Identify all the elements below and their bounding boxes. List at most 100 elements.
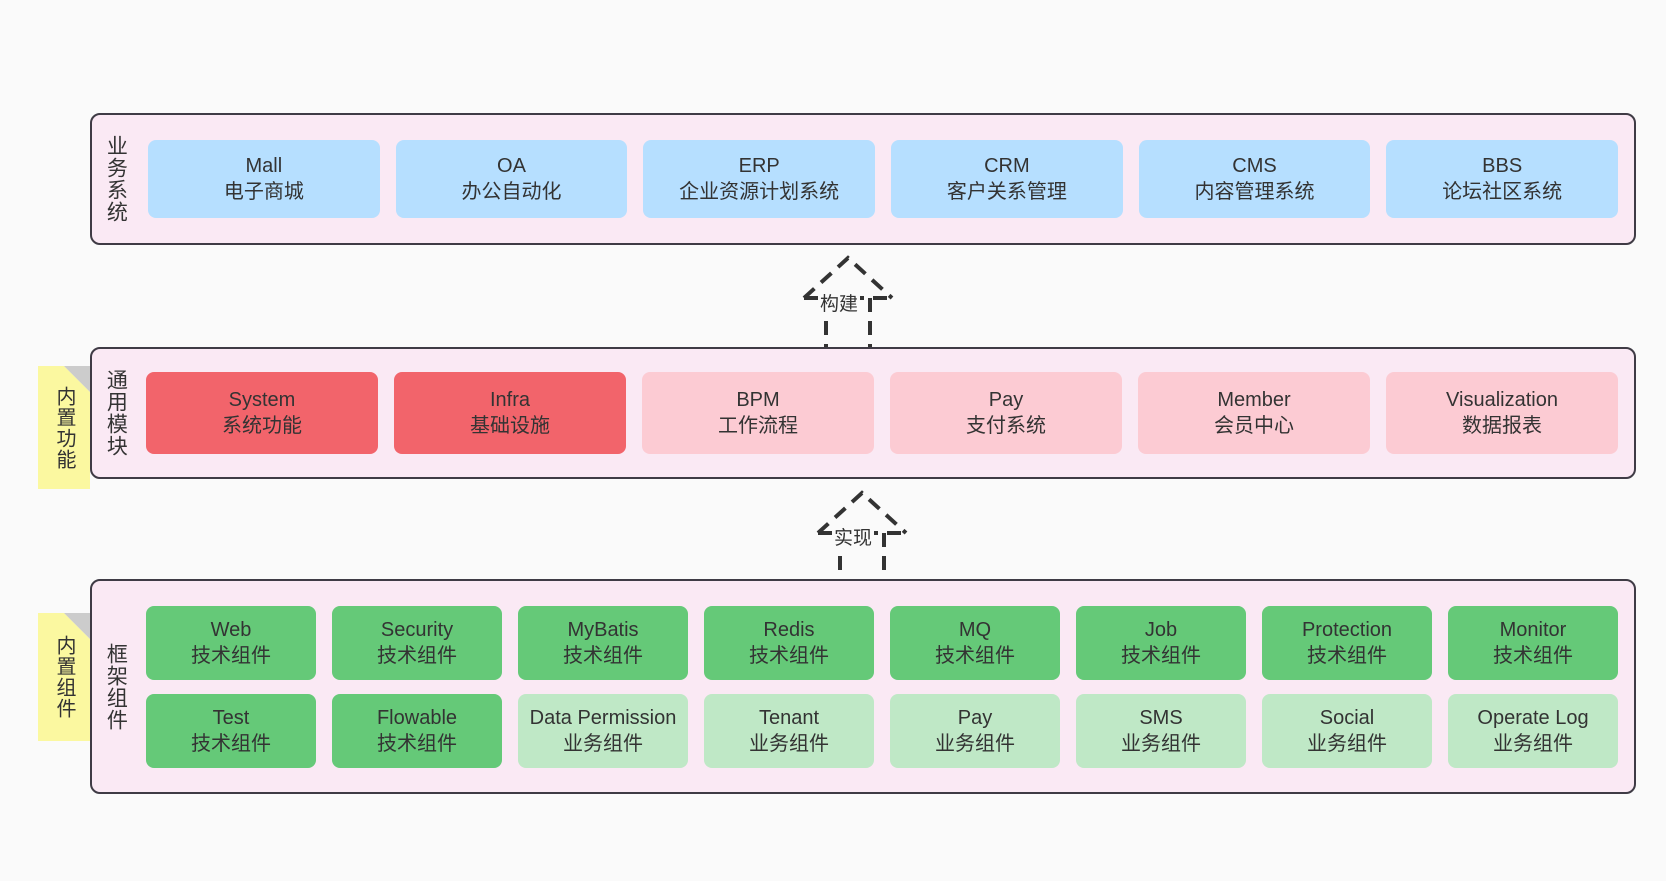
card-row: Web 技术组件 Security 技术组件 MyBatis 技术组件 Redi… <box>146 605 1618 680</box>
card-subtitle: 技术组件 <box>1121 644 1201 667</box>
layer-body-framework-components: Web 技术组件 Security 技术组件 MyBatis 技术组件 Redi… <box>138 581 1634 792</box>
card-tenant[interactable]: Tenant 业务组件 <box>704 693 874 768</box>
card-web[interactable]: Web 技术组件 <box>146 605 316 680</box>
card-bpm[interactable]: BPM 工作流程 <box>642 372 874 454</box>
card-cms[interactable]: CMS 内容管理系统 <box>1138 140 1371 218</box>
card-test[interactable]: Test 技术组件 <box>146 693 316 768</box>
card-subtitle: 办公自动化 <box>461 181 562 203</box>
card-subtitle: 企业资源计划系统 <box>679 181 840 203</box>
card-title: Test <box>212 706 250 729</box>
card-redis[interactable]: Redis 技术组件 <box>704 605 874 680</box>
card-subtitle: 技术组件 <box>1493 644 1573 667</box>
card-oa[interactable]: OA 办公自动化 <box>395 140 628 218</box>
card-title: MQ <box>958 618 992 641</box>
card-pay[interactable]: Pay 支付系统 <box>890 372 1122 454</box>
layer-title-business-systems: 业务系统 <box>104 135 128 223</box>
card-subtitle: 工作流程 <box>718 415 798 437</box>
card-title: BPM <box>736 389 780 411</box>
connector-build-label: 构建 <box>818 294 861 315</box>
card-title: MyBatis <box>567 618 639 641</box>
card-title: Security <box>380 618 454 641</box>
card-title: Member <box>1217 389 1291 411</box>
card-subtitle: 电子商城 <box>223 181 304 203</box>
layer-business-systems: 业务系统 Mall 电子商城 OA 办公自动化 ERP 企业资源计划系统 CRM… <box>90 113 1636 245</box>
card-title: Data Permission <box>529 706 677 729</box>
card-subtitle: 内容管理系统 <box>1194 181 1315 203</box>
card-subtitle: 业务组件 <box>749 732 829 755</box>
card-crm[interactable]: CRM 客户关系管理 <box>891 140 1123 218</box>
card-infra[interactable]: Infra 基础设施 <box>394 372 626 454</box>
card-security[interactable]: Security 技术组件 <box>332 605 502 680</box>
card-protection[interactable]: Protection 技术组件 <box>1262 605 1432 680</box>
card-subtitle: 基础设施 <box>470 415 550 437</box>
card-data-permission[interactable]: Data Permission 业务组件 <box>518 693 688 768</box>
card-subtitle: 技术组件 <box>749 644 829 667</box>
card-subtitle: 技术组件 <box>1307 644 1387 667</box>
card-title: Tenant <box>758 706 820 729</box>
card-title: Flowable <box>376 706 458 729</box>
card-sms[interactable]: SMS 业务组件 <box>1076 693 1246 768</box>
card-title: Web <box>210 618 252 641</box>
card-subtitle: 业务组件 <box>1307 732 1387 755</box>
connector-implement: 实现 <box>772 485 952 585</box>
card-subtitle: 业务组件 <box>1121 732 1201 755</box>
card-row: Mall 电子商城 OA 办公自动化 ERP 企业资源计划系统 CRM 客户关系… <box>148 140 1619 218</box>
layer-framework-components: 框架组件 Web 技术组件 Security 技术组件 MyBatis 技术组件… <box>90 579 1636 794</box>
card-mybatis[interactable]: MyBatis 技术组件 <box>518 605 688 680</box>
card-title: BBS <box>1482 155 1523 177</box>
card-subtitle: 技术组件 <box>377 644 457 667</box>
layer-common-modules: 通用模块 System 系统功能 Infra 基础设施 BPM 工作流程 Pay… <box>90 347 1636 479</box>
card-bbs[interactable]: BBS 论坛社区系统 <box>1386 140 1619 218</box>
card-title: Mall <box>245 155 283 177</box>
card-title: Operate Log <box>1477 706 1589 729</box>
card-subtitle: 技术组件 <box>377 732 457 755</box>
card-social[interactable]: Social 业务组件 <box>1262 693 1432 768</box>
card-title: Redis <box>763 618 815 641</box>
card-title: Job <box>1144 618 1178 641</box>
card-subtitle: 业务组件 <box>563 732 643 755</box>
card-erp[interactable]: ERP 企业资源计划系统 <box>643 140 876 218</box>
card-mq[interactable]: MQ 技术组件 <box>890 605 1060 680</box>
card-monitor[interactable]: Monitor 技术组件 <box>1448 605 1618 680</box>
card-title: OA <box>497 155 526 177</box>
card-visualization[interactable]: Visualization 数据报表 <box>1386 372 1618 454</box>
card-operate-log[interactable]: Operate Log 业务组件 <box>1448 693 1618 768</box>
card-flowable[interactable]: Flowable 技术组件 <box>332 693 502 768</box>
card-subtitle: 客户关系管理 <box>946 181 1067 203</box>
card-mall[interactable]: Mall 电子商城 <box>148 140 380 218</box>
card-subtitle: 业务组件 <box>1493 732 1573 755</box>
card-subtitle: 支付系统 <box>966 415 1046 437</box>
card-subtitle: 论坛社区系统 <box>1442 181 1563 203</box>
card-subtitle: 技术组件 <box>935 644 1015 667</box>
card-title: Visualization <box>1446 389 1558 411</box>
card-title: Protection <box>1301 618 1393 641</box>
card-subtitle: 业务组件 <box>935 732 1015 755</box>
card-job[interactable]: Job 技术组件 <box>1076 605 1246 680</box>
card-title: System <box>228 389 296 411</box>
card-subtitle: 技术组件 <box>191 644 271 667</box>
card-member[interactable]: Member 会员中心 <box>1138 372 1370 454</box>
card-title: Infra <box>489 389 531 411</box>
card-title: Pay <box>957 706 993 729</box>
layer-body-business-systems: Mall 电子商城 OA 办公自动化 ERP 企业资源计划系统 CRM 客户关系… <box>138 115 1634 243</box>
card-row: Test 技术组件 Flowable 技术组件 Data Permission … <box>146 693 1618 768</box>
card-system[interactable]: System 系统功能 <box>146 372 378 454</box>
card-pay-business[interactable]: Pay 业务组件 <box>890 693 1060 768</box>
card-subtitle: 技术组件 <box>191 732 271 755</box>
card-subtitle: 会员中心 <box>1214 415 1294 437</box>
card-title: Monitor <box>1499 618 1567 641</box>
card-row: System 系统功能 Infra 基础设施 BPM 工作流程 Pay 支付系统… <box>146 372 1618 454</box>
card-subtitle: 系统功能 <box>222 415 302 437</box>
layer-title-common-modules: 通用模块 <box>104 369 128 457</box>
connector-build: 构建 <box>758 250 938 350</box>
note-label: 内置功能 <box>53 385 75 470</box>
card-subtitle: 数据报表 <box>1462 415 1542 437</box>
note-builtin-functions: 内置功能 <box>38 366 90 489</box>
note-builtin-components: 内置组件 <box>38 613 90 741</box>
card-title: CMS <box>1232 155 1277 177</box>
layer-body-common-modules: System 系统功能 Infra 基础设施 BPM 工作流程 Pay 支付系统… <box>138 349 1634 477</box>
card-title: ERP <box>738 155 780 177</box>
card-title: CRM <box>984 155 1030 177</box>
card-title: Social <box>1319 706 1375 729</box>
